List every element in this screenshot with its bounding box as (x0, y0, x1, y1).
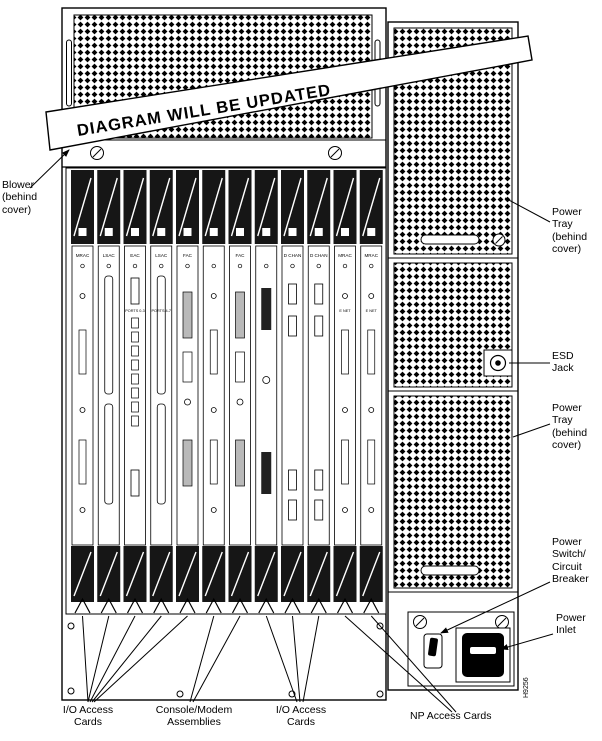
power-tray-column (387, 21, 519, 691)
card-slot-3: LSAC PORTS 4-7 (149, 170, 173, 614)
card-slot-10: MRAC E NET (333, 170, 357, 614)
io-right-leader (265, 615, 298, 703)
callout-io-cards-left: I/O Access Cards (62, 704, 114, 729)
callout-np-cards: NP Access Cards (410, 710, 492, 722)
power-switch-toggle (423, 633, 443, 669)
callout-power-tray-top: Power Tray (behind cover) (552, 206, 588, 256)
esd-panel (388, 262, 518, 392)
svg-text:PORTS 4-7: PORTS 4-7 (151, 309, 171, 313)
esd-jack-icon (489, 354, 507, 372)
power-tray-top-leader (504, 197, 551, 223)
tray-handle-slot (420, 234, 480, 245)
screw-icon (492, 233, 506, 247)
screw-icon (328, 146, 342, 160)
io-right-leader (302, 615, 320, 703)
leader-lines (29, 149, 554, 713)
svg-text:PORTS 0-3: PORTS 0-3 (125, 309, 145, 313)
callout-blower: Blower (behind cover) (2, 179, 38, 216)
svg-text:EAC: EAC (130, 253, 140, 258)
callout-esd-jack: ESD Jack (552, 350, 574, 375)
card-slot-11: MRAC E NET (359, 170, 383, 614)
card-slot-6: FAC (228, 170, 252, 614)
card-slot-8: D CHAN (281, 170, 304, 614)
console-leader (189, 615, 215, 703)
svg-text:FAC: FAC (236, 253, 246, 258)
screw-icon (495, 615, 509, 629)
screw-icon (90, 146, 104, 160)
svg-text:MRAC: MRAC (338, 253, 352, 258)
svg-text:MRAC: MRAC (76, 253, 90, 258)
screw-icon (413, 615, 427, 629)
power-panel (407, 611, 515, 687)
figure-id: H9256 (523, 677, 530, 698)
io-right-leader (292, 615, 301, 703)
io-left-leader (87, 615, 110, 703)
callout-io-cards-right: I/O Access Cards (275, 704, 327, 729)
power-inlet-leader (500, 633, 554, 650)
card-slot-2: EAC PORTS 0-3 (123, 170, 147, 614)
svg-text:E NET: E NET (366, 309, 378, 313)
tray-handle-slot (420, 565, 480, 576)
svg-text:MRAC: MRAC (364, 253, 378, 258)
svg-text:FAC: FAC (183, 253, 193, 258)
card-cage: MRAC LSAC EAC PORTS 0-3 LSAC PORTS 4-7 FAC FAC D… (65, 167, 387, 615)
svg-text:LSAC: LSAC (103, 253, 116, 258)
card-slot-9: D CHAN (307, 170, 331, 614)
io-left-leader (82, 615, 89, 703)
callout-power-inlet: Power Inlet (556, 612, 586, 637)
svg-text:LSAC: LSAC (155, 253, 168, 258)
np-leader (344, 615, 453, 713)
power-inlet-socket (455, 627, 511, 683)
io-left-leader (93, 615, 188, 703)
card-slot-4: FAC (176, 170, 199, 614)
svg-text:E NET: E NET (339, 309, 351, 313)
io-left-leader (89, 615, 136, 703)
card-slots: MRAC LSAC EAC PORTS 0-3 LSAC PORTS 4-7 FAC FAC D… (71, 170, 383, 614)
card-slot-0: MRAC (71, 170, 94, 614)
svg-text:D CHAN: D CHAN (284, 253, 302, 258)
io-left-leader (91, 615, 162, 703)
power-tray-bottom-panel (388, 395, 518, 593)
blower-leader (29, 149, 70, 189)
svg-text:D CHAN: D CHAN (310, 253, 328, 258)
np-leader (370, 615, 457, 713)
card-slot-1: LSAC (97, 170, 121, 614)
callout-power-switch: Power Switch/ Circuit Breaker (552, 536, 589, 586)
power-tray-bottom-leader (512, 423, 551, 438)
vent-slot (66, 39, 72, 107)
callout-console-modem: Console/Modem Assemblies (155, 704, 233, 729)
card-slot-7 (254, 170, 278, 614)
console-leader (192, 615, 241, 703)
card-slot-5 (202, 170, 226, 614)
power-switch-leader (440, 581, 551, 634)
callout-power-tray-bottom: Power Tray (behind cover) (552, 402, 588, 452)
